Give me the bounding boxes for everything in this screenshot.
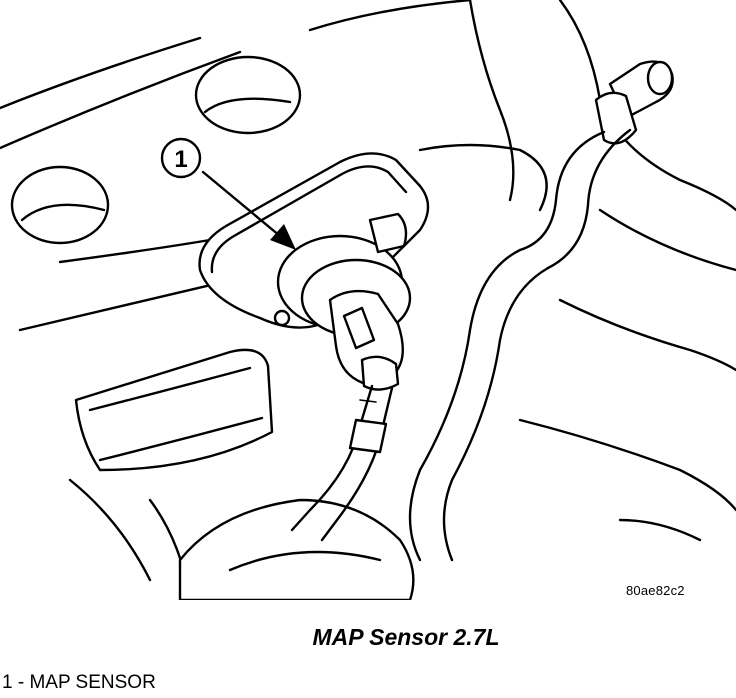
callout-leader-arrow [201,170,296,250]
callout-number: 1 [174,146,187,173]
figure-title: MAP Sensor 2.7L [312,624,500,650]
engine-background-right [418,0,736,542]
legend-item: 1 - MAP SENSOR [2,672,156,693]
map-sensor-illustration: 1 [0,0,736,600]
callout-number-bubble: 1 [160,137,202,179]
bolt-hole-left [10,165,110,245]
wiring-harness [290,384,394,542]
vacuum-fitting [594,60,674,145]
manifold-surface [0,0,472,332]
sensor-connector [328,289,404,391]
throttle-body [68,348,274,600]
bolt-hole-upper [194,55,302,135]
figure-reference-code: 80ae82c2 [626,583,685,598]
lower-manifold [178,498,415,600]
vacuum-hose [408,128,632,562]
